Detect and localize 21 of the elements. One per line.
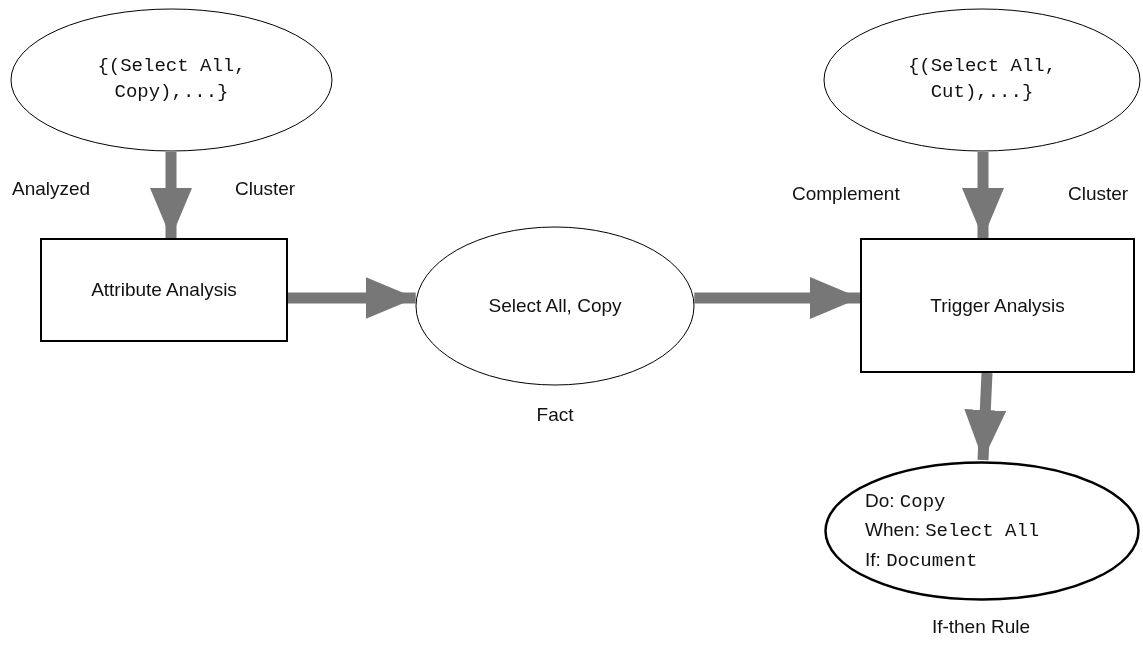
process-box: [40, 238, 288, 342]
node-text: If: Document: [865, 547, 978, 574]
arrow: [962, 152, 1004, 238]
node-text: {(Select All, Cut),...}: [906, 54, 1058, 105]
node-caption: If-then Rule: [931, 616, 1031, 638]
arrow: [150, 152, 192, 238]
arrow: [288, 277, 416, 319]
node-text: Do: Copy: [865, 488, 946, 515]
arrow: [964, 372, 1007, 461]
node-text: Attribute Analysis: [91, 278, 237, 303]
annotation-text: Analyzed: [12, 178, 91, 200]
node-text: Select All, Copy: [488, 294, 622, 319]
annotation-text: Cluster: [235, 178, 296, 200]
annotation-text: Cluster: [1068, 183, 1129, 205]
node-text: {(Select All, Copy),...}: [96, 54, 247, 105]
annotation-text: Complement: [792, 183, 900, 205]
node-text: Trigger Analysis: [930, 293, 1065, 318]
node-text: When: Select All: [865, 518, 1040, 545]
node-caption: Fact: [536, 404, 574, 426]
process-box: [860, 238, 1135, 373]
arrow: [694, 277, 860, 319]
